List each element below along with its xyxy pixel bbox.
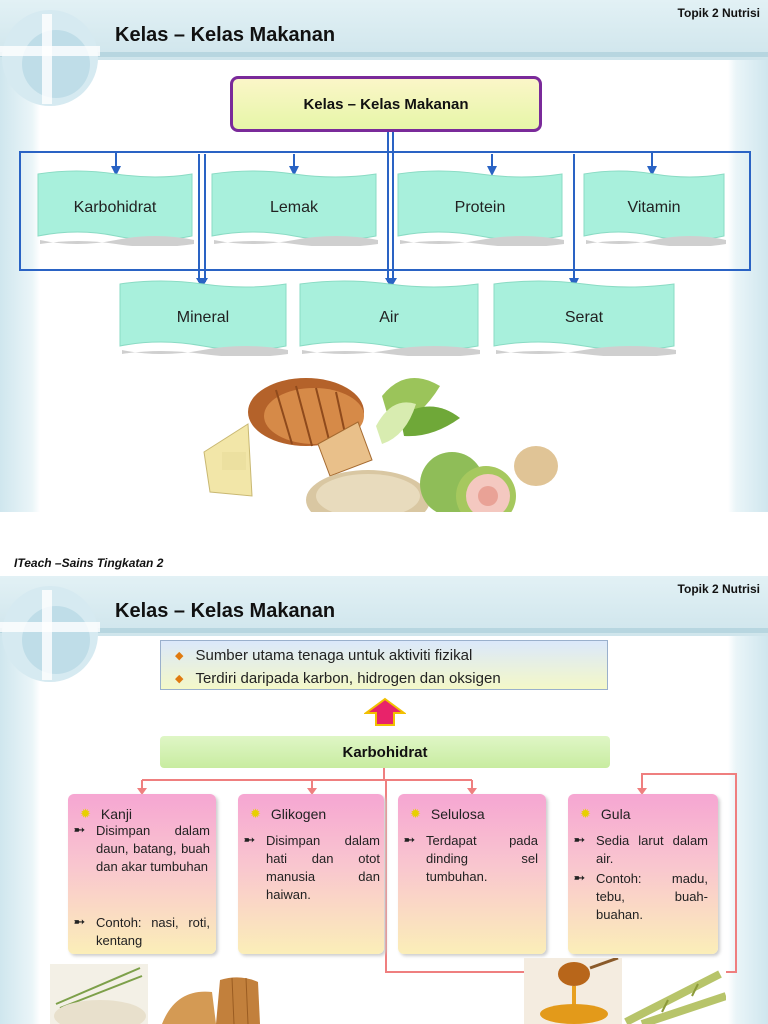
class-karbohidrat: Karbohidrat — [36, 170, 194, 246]
class-serat: Serat — [492, 280, 676, 356]
diamond-bullet-icon: ◆ — [175, 650, 184, 662]
card-text: Sedia larut dalam air. — [596, 833, 708, 866]
slide-1: Topik 2 Nutrisi Kelas – Kelas Makanan Ke… — [0, 0, 768, 512]
arrow-bullet-icon: ➸ — [404, 832, 415, 847]
card-title: Gula — [600, 806, 631, 822]
card-connectors — [137, 768, 737, 973]
class-protein: Protein — [396, 170, 564, 246]
card-text: Contoh: nasi, roti, kentang — [96, 915, 210, 948]
card-text: Terdapat pada dinding sel tumbuhan. — [426, 833, 538, 884]
card-kanji: ✹ Kanji ➸ Disimpan dalam daun, batang, bua… — [68, 794, 216, 954]
sun-icon: ✹ — [250, 806, 261, 821]
topic-label: Topik 2 Nutrisi — [677, 582, 760, 596]
class-mineral: Mineral — [118, 280, 288, 356]
arrow-bullet-icon: ➸ — [74, 822, 85, 837]
header-rule — [0, 628, 768, 633]
connector-lines — [19, 132, 751, 288]
rice-grain-image — [50, 964, 148, 1024]
slide-title: Kelas – Kelas Makanan — [115, 24, 336, 46]
header-rule — [0, 52, 768, 57]
sun-icon: ✹ — [80, 806, 91, 821]
slide-decoration-icon — [0, 586, 100, 682]
arrow-bullet-icon: ➸ — [574, 870, 585, 885]
sun-icon: ✹ — [410, 806, 421, 821]
up-arrow-icon — [364, 697, 406, 726]
diamond-bullet-icon: ◆ — [175, 673, 184, 685]
card-text: Disimpan dalam hati dan otot manusia dan… — [266, 833, 380, 902]
honey-image — [524, 958, 622, 1024]
karbohidrat-info-box: ◆ Sumber utama tenaga untuk aktiviti fizi… — [160, 640, 608, 690]
bread-image — [156, 970, 264, 1024]
card-title: Kanji — [100, 806, 133, 822]
arrow-bullet-icon: ➸ — [574, 832, 585, 847]
slide-decoration-icon — [0, 10, 100, 106]
sun-icon: ✹ — [580, 806, 591, 821]
slide-title: Kelas – Kelas Makanan — [115, 600, 336, 622]
arrow-bullet-icon: ➸ — [244, 832, 255, 847]
card-glikogen: ✹ Glikogen ➸ Disimpan dalam hati dan otot … — [238, 794, 384, 954]
header-band — [0, 0, 768, 60]
karbohidrat-node: Karbohidrat — [160, 736, 610, 768]
food-collage-image — [196, 356, 566, 512]
card-title: Glikogen — [270, 806, 327, 822]
root-node: Kelas – Kelas Makanan — [230, 76, 542, 132]
class-air: Air — [298, 280, 480, 356]
card-selulosa: ✹ Selulosa ➸ Terdapat pada dinding sel tum… — [398, 794, 546, 954]
card-gula: ✹ Gula ➸ Sedia larut dalam air. ➸ Contoh: m… — [568, 794, 718, 954]
info-line: Terdiri daripada karbon, hidrogen dan ok… — [195, 670, 501, 687]
card-title: Selulosa — [430, 806, 485, 822]
class-lemak: Lemak — [210, 170, 378, 246]
info-line: Sumber utama tenaga untuk aktiviti fizik… — [195, 647, 473, 664]
arrow-bullet-icon: ➸ — [74, 914, 85, 929]
header-band — [0, 576, 768, 636]
footer-label: ITeach –Sains Tingkatan 2 — [14, 556, 164, 570]
topic-label: Topik 2 Nutrisi — [677, 6, 760, 20]
class-vitamin: Vitamin — [582, 170, 726, 246]
card-text: Disimpan dalam daun, batang, buah dan ak… — [96, 823, 210, 874]
sugarcane-image — [622, 960, 726, 1024]
card-text: Contoh: madu, tebu, buah-buahan. — [596, 871, 708, 922]
